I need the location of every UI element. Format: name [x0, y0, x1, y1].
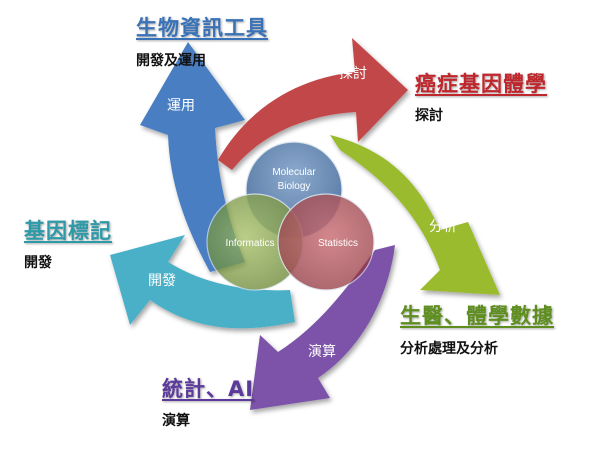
node-subtitle-stats-ai: 演算	[162, 413, 190, 429]
arrow-label-blue: 運用	[167, 98, 195, 114]
venn-label-top-line1: Molecular	[272, 167, 316, 178]
node-title-bio-tools: 生物資訊工具	[136, 16, 268, 40]
node-subtitle-cancer: 探討	[415, 108, 443, 124]
arrow-teal	[110, 235, 295, 329]
venn-label-top-line2: Biology	[278, 181, 311, 192]
arrow-label-purple: 演算	[308, 344, 336, 360]
arrow-label-teal: 開發	[148, 273, 176, 289]
venn-label-right: Statistics	[318, 238, 358, 249]
node-title-markers: 基因標記	[24, 219, 112, 243]
node-subtitle-medical: 分析處理及分析	[400, 341, 498, 357]
node-title-stats-ai: 統計、AI	[162, 377, 255, 401]
arrow-green	[330, 135, 500, 295]
node-title-medical: 生醫、體學數據	[400, 304, 554, 328]
arrow-label-red: 探討	[339, 66, 367, 82]
arrow-label-green: 分析	[429, 219, 457, 235]
arrow-purple	[250, 245, 395, 410]
node-title-cancer: 癌症基因體學	[415, 72, 547, 96]
venn-label-left: Informatics	[226, 238, 275, 249]
venn-diagram	[206, 141, 375, 291]
node-subtitle-bio-tools: 開發及運用	[136, 53, 206, 69]
venn-circle-right	[277, 193, 375, 291]
arrow-red	[218, 38, 408, 170]
node-subtitle-markers: 開發	[24, 255, 52, 271]
